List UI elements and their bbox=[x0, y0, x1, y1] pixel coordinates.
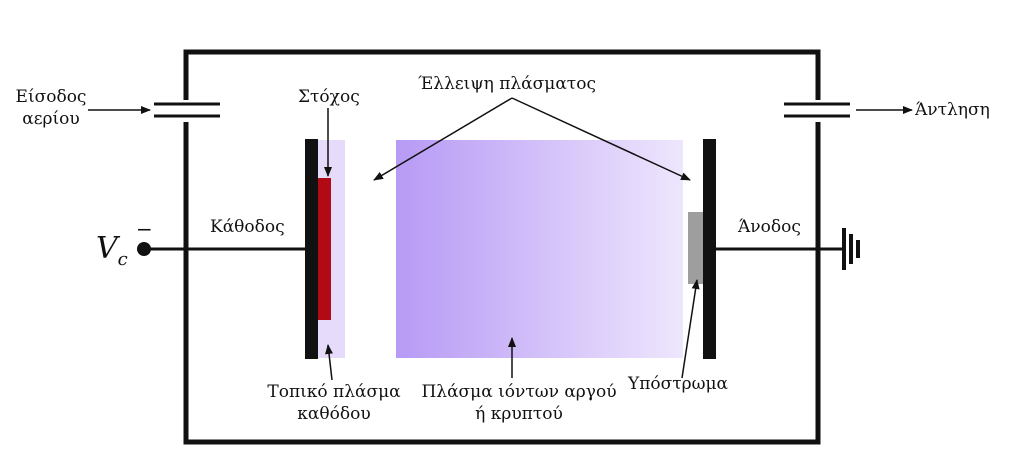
pump-outlet-port bbox=[784, 102, 850, 118]
anode-plate bbox=[703, 139, 716, 359]
anode-label: Άνοδος bbox=[738, 217, 801, 237]
vacuum-chamber bbox=[183, 49, 821, 445]
voltage-symbol: V bbox=[96, 231, 118, 266]
voltage-subscript: c bbox=[117, 249, 128, 270]
ion-plasma-label: Πλάσμα ιόντων αργού ή κρυπτού bbox=[412, 381, 626, 425]
ellipse-arrow-right bbox=[511, 97, 691, 181]
local-plasma-label-line1: Τοπικό πλάσμα bbox=[267, 382, 401, 402]
pumping-label: Άντληση bbox=[915, 100, 990, 120]
substrate-label: Υπόστρωμα bbox=[628, 374, 729, 394]
ion-plasma-label-line1: Πλάσμα ιόντων αργού bbox=[421, 382, 617, 402]
substrate bbox=[688, 212, 703, 284]
ion-plasma-region bbox=[396, 140, 683, 358]
cathode-plate bbox=[305, 139, 318, 359]
cathode-label: Κάθοδος bbox=[210, 217, 285, 237]
ion-plasma-label-line2: ή κρυπτού bbox=[475, 404, 563, 424]
local-plasma-label-line2: καθόδου bbox=[297, 404, 371, 424]
target bbox=[318, 178, 331, 320]
voltage-sign: − bbox=[136, 217, 153, 241]
plasma-ellipse-label: Έλλειψη πλάσματος bbox=[418, 74, 596, 94]
voltage-terminal bbox=[137, 242, 151, 256]
substrate-arrow bbox=[681, 279, 700, 379]
local-plasma-label: Τοπικό πλάσμα καθόδου bbox=[254, 381, 414, 425]
gas-inlet-label: Είσοδος αερίου bbox=[10, 86, 92, 130]
local-plasma-arrow bbox=[325, 344, 333, 381]
gas-inlet-label-line2: αερίου bbox=[22, 109, 80, 129]
ellipse-arrow-left bbox=[373, 97, 513, 181]
gas-inlet-label-line1: Είσοδος bbox=[15, 87, 87, 107]
cathode-voltage-label: Vc bbox=[96, 234, 128, 275]
ground-icon bbox=[842, 228, 860, 270]
target-label: Στόχος bbox=[298, 87, 360, 107]
gas-inlet-port bbox=[154, 102, 220, 118]
